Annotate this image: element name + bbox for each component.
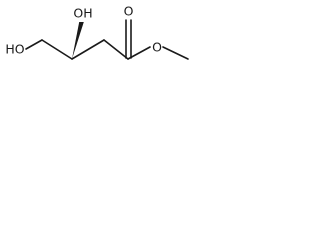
label-hydroxyl-top: OH <box>73 6 92 21</box>
molecule-structure: HO OH O O <box>5 4 189 60</box>
label-carbonyl-oxygen: O <box>124 4 134 19</box>
label-hydroxyl-left: HO <box>5 42 24 57</box>
bond-c4-o <box>127 46 151 60</box>
label-ester-oxygen: O <box>152 40 162 55</box>
bond-c1-c2 <box>41 39 73 60</box>
bond-o-methyl <box>162 46 189 60</box>
bond-c2-c3 <box>71 39 105 60</box>
bond-c3-c4 <box>103 39 129 60</box>
stereo-wedge-bond <box>72 22 84 59</box>
bond-ho-c1 <box>25 39 43 50</box>
